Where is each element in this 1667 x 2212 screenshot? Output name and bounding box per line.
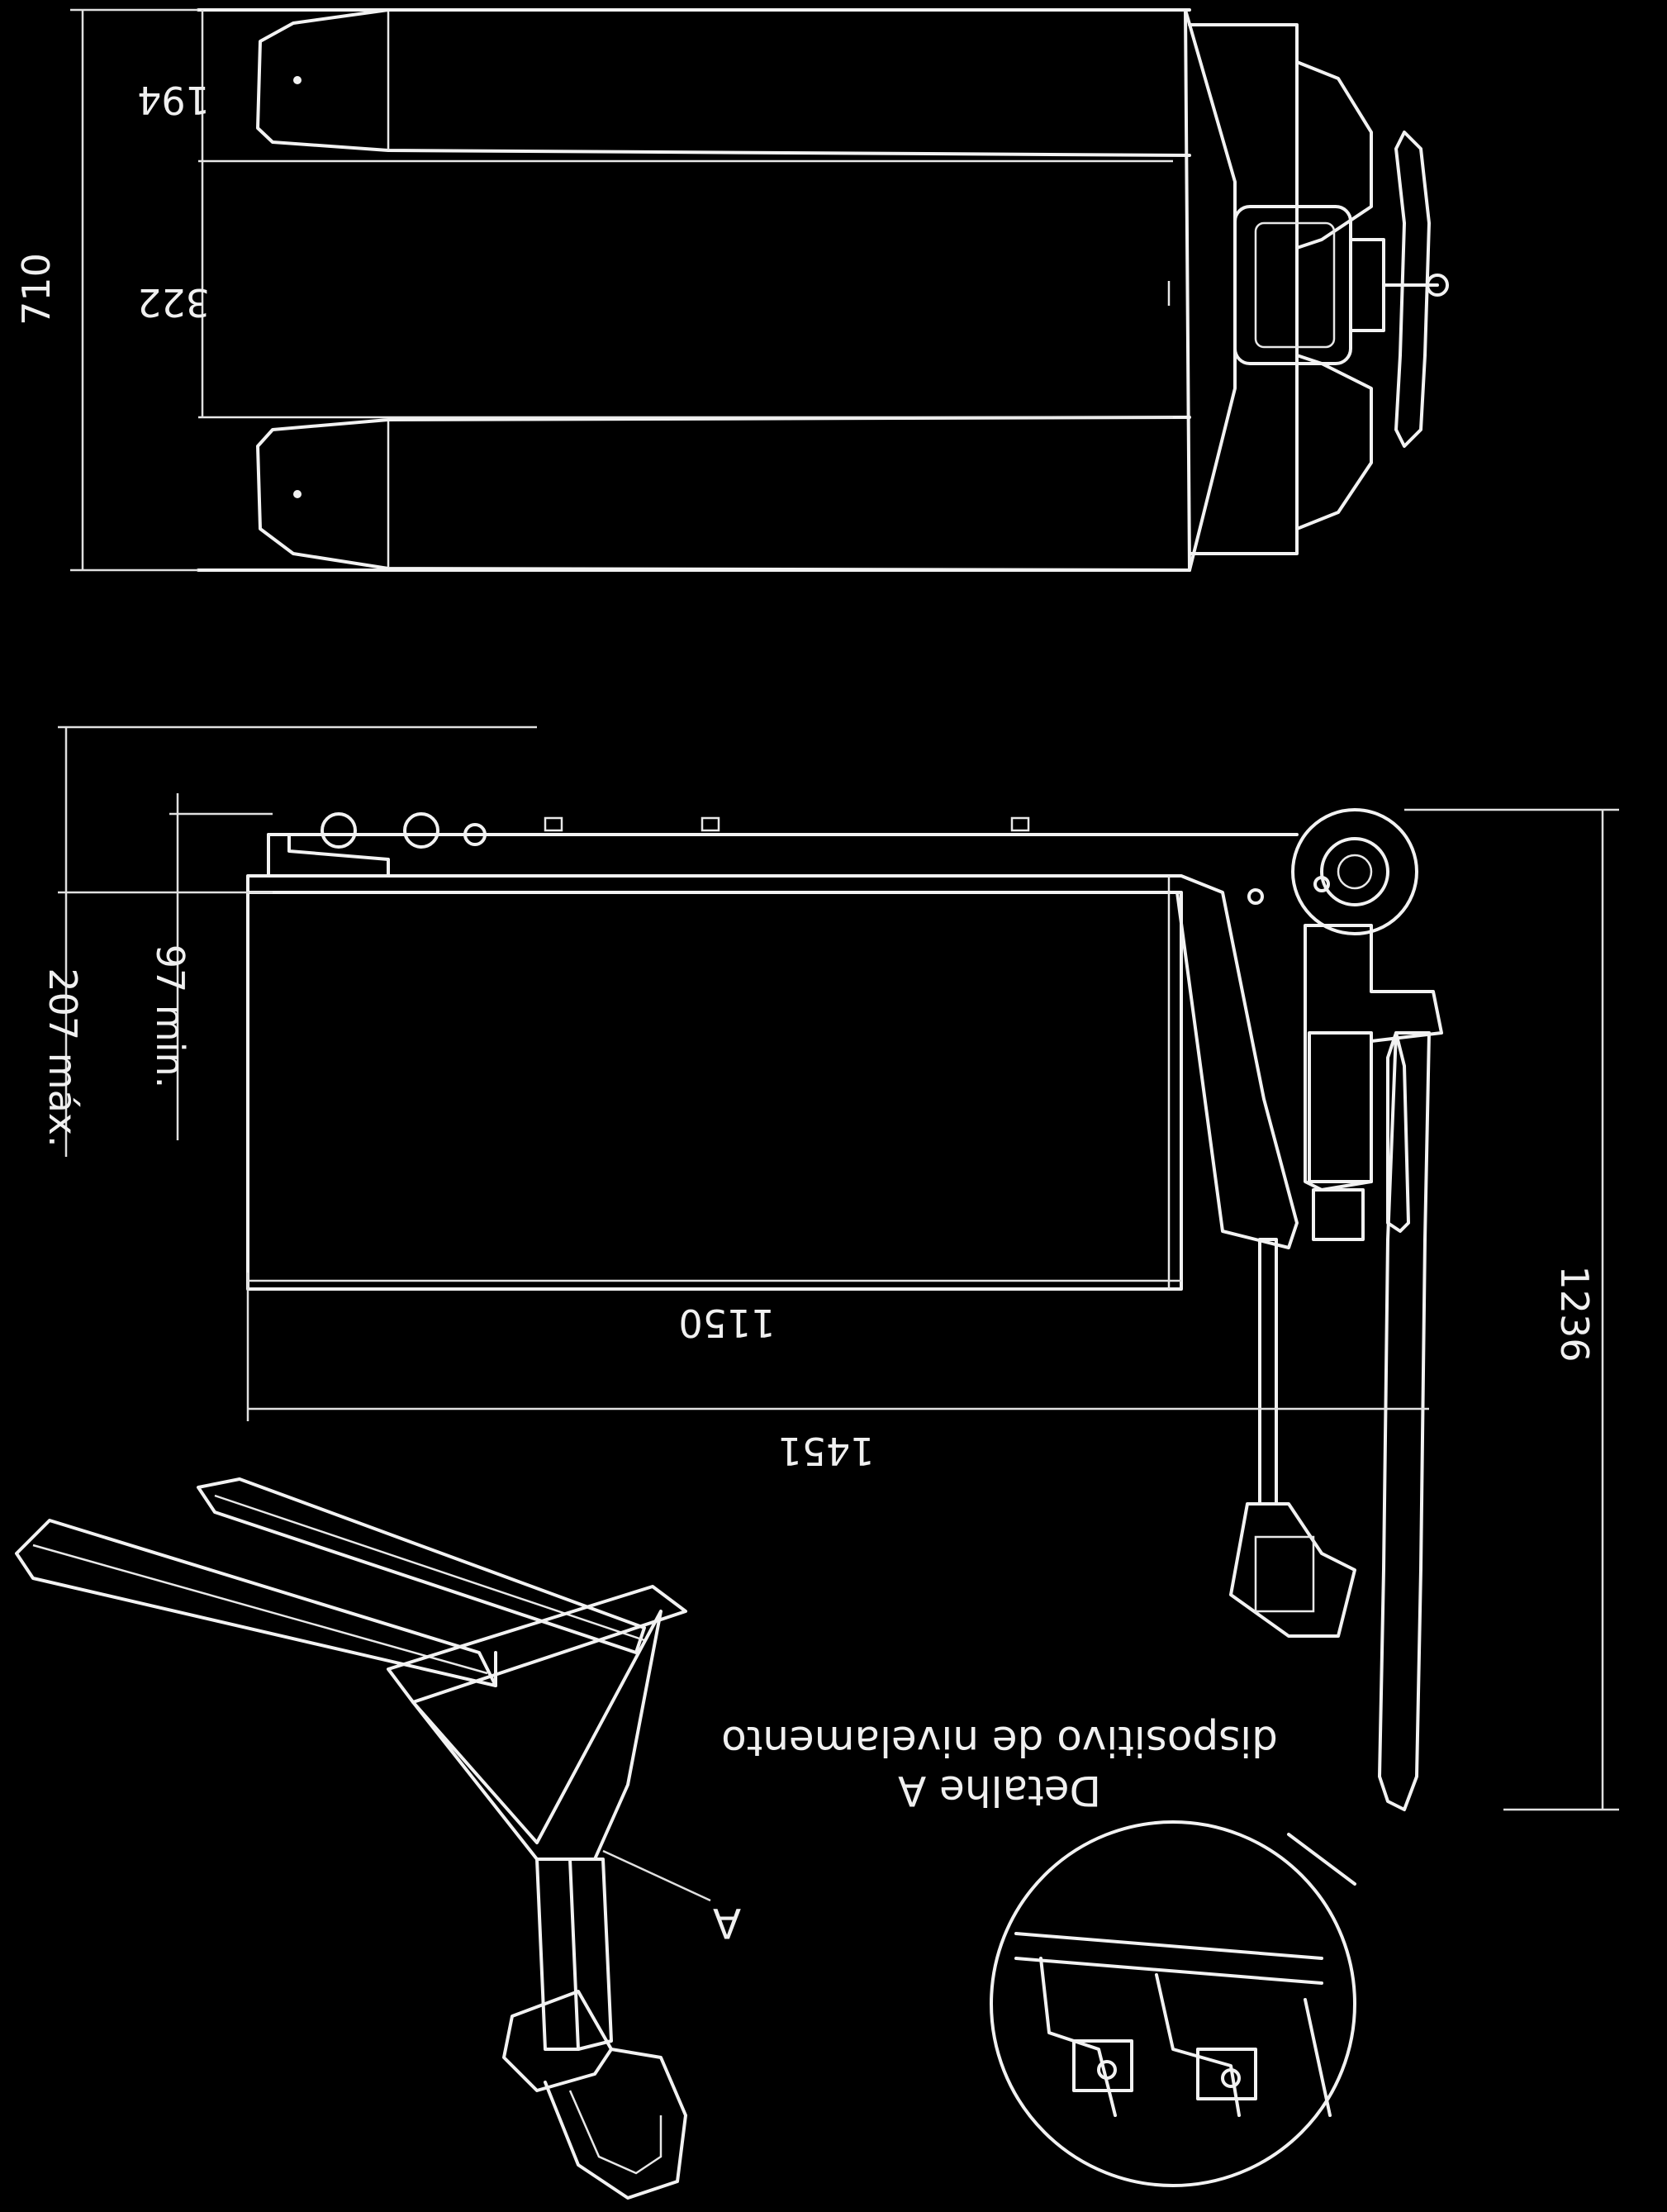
dimension-1451: 1451 [248, 1407, 1429, 1473]
dimension-194: 194 [137, 10, 210, 161]
side-view-drive-wheel [1291, 808, 1418, 935]
dimension-97-min: 97 min. [148, 793, 273, 1140]
iso-tiller [535, 1858, 580, 2051]
dimension-1150: 1150 [246, 1272, 1181, 1421]
top-view-chassis [197, 8, 1191, 572]
top-view-drive-unit [1188, 23, 1299, 555]
iso-fork-near [15, 1519, 497, 1687]
dimension-1236: 1236 [1404, 808, 1619, 1811]
side-view-roller [321, 812, 357, 849]
dim-1236-label: 1236 [1552, 1265, 1597, 1362]
detail-a-outline [990, 1820, 1356, 2187]
detail-a-subtitle: dispositivo de nivelamento [721, 1717, 1278, 1765]
side-view-tiller [1378, 1031, 1431, 1811]
top-view: 710 194 322 [14, 8, 1449, 572]
side-view-roller [463, 823, 487, 846]
iso-handle-head [502, 1990, 613, 2092]
top-view-fork-upper [256, 8, 1191, 157]
dim-194-label: 194 [137, 78, 210, 122]
iso-handle-grip [544, 2048, 687, 2200]
top-view-fork-lower [256, 416, 1191, 572]
side-view-motor [1304, 924, 1443, 1192]
detail-a-title: Detalhe A [898, 1767, 1101, 1815]
side-view-handle-shaft [1258, 1238, 1278, 1506]
isometric-view: A [15, 1477, 741, 2200]
dim-207-max-label: 207 máx. [40, 968, 85, 1147]
detail-a-circle: Detalhe A dispositivo de nivelamento [721, 1717, 1356, 2187]
top-view-steering-wheel [1394, 131, 1431, 448]
dim-1451-label: 1451 [777, 1429, 874, 1473]
dim-322-label: 322 [137, 280, 210, 325]
dim-1150-label: 1150 [678, 1301, 775, 1345]
side-view-roller [403, 812, 439, 849]
side-view: 1236 1150 1451 207 máx. 97 min. [40, 725, 1619, 1811]
side-view-fork [246, 874, 1299, 1249]
dimension-207-max: 207 máx. [40, 725, 537, 1157]
iso-fork-far [197, 1477, 646, 1654]
dim-710-label: 710 [14, 253, 59, 326]
dim-97-min-label: 97 min. [148, 944, 192, 1089]
dimension-322: 322 [137, 161, 210, 417]
dimension-710: 710 [14, 8, 198, 572]
detail-marker-a: A [713, 1899, 741, 1947]
